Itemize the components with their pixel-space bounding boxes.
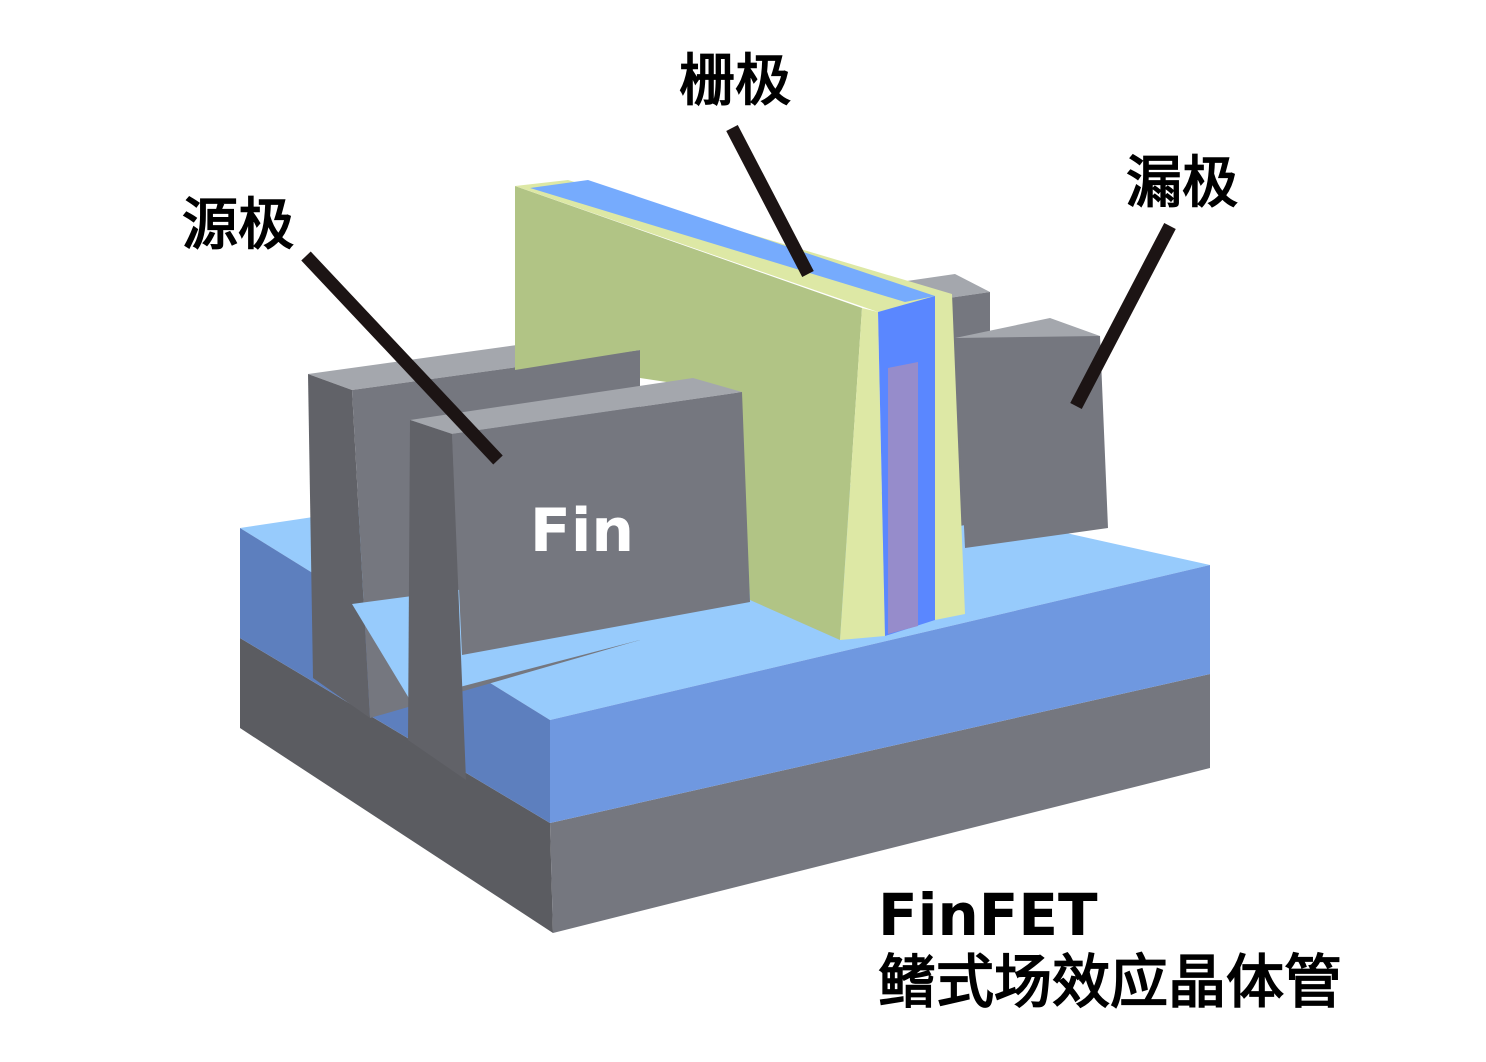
back-fin-side xyxy=(308,374,370,718)
gate-stack xyxy=(515,180,965,640)
substrate xyxy=(240,638,1210,933)
front-fin-side xyxy=(408,420,466,780)
source-pointer xyxy=(301,251,503,465)
gate-core xyxy=(888,362,918,634)
substrate-front-face xyxy=(550,674,1210,933)
drain-fin-face xyxy=(955,336,1108,548)
drain-fin xyxy=(955,318,1108,548)
front-fin xyxy=(408,378,750,780)
gate-blue-strip-top xyxy=(530,180,935,302)
fin-label: Fin xyxy=(530,496,634,566)
front-fin-top xyxy=(410,378,742,434)
drain-pointer xyxy=(1070,222,1176,410)
front-fin-face xyxy=(452,392,750,655)
substrate-left-face xyxy=(240,638,553,933)
oxide-front-face xyxy=(550,565,1210,823)
gate-back-panel xyxy=(515,186,862,640)
drain-label: 漏极 xyxy=(1126,151,1238,216)
title-chinese: 鳍式场效应晶体管 xyxy=(878,948,1342,1016)
gate-label: 栅极 xyxy=(679,49,791,114)
gate-right-edge-light xyxy=(935,294,965,620)
gate-pointer xyxy=(726,124,814,278)
source-label: 源极 xyxy=(182,193,294,258)
pointer-lines xyxy=(301,124,1176,465)
gate-front-edge-light xyxy=(840,308,885,640)
title-finfet: FinFET xyxy=(878,881,1098,949)
